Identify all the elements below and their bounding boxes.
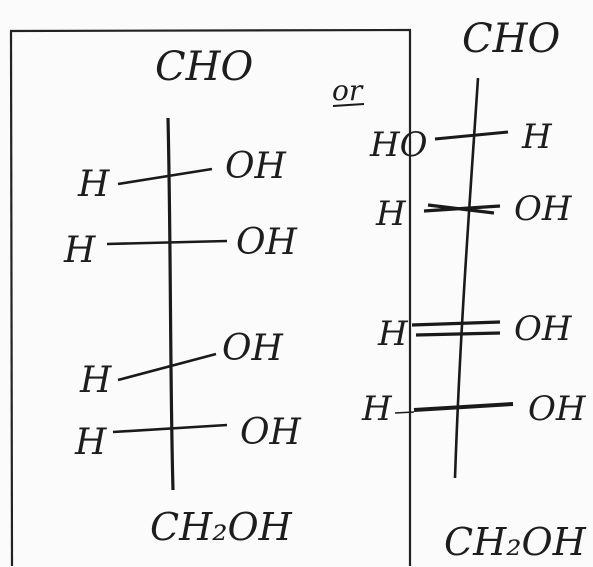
right-row-4-left: H [361,389,393,429]
or-underline [332,103,365,107]
left-row-1-bond [117,167,213,186]
or-connector: or [332,74,365,107]
left-row-1-left: H [77,164,110,205]
right-backbone-line [453,77,480,479]
right-row-1-bond [434,130,509,141]
right-fischer-projection: CHO CH₂OH HO H H OH H OH H OH [361,16,587,564]
left-bottom-group: CH₂OH [150,505,293,549]
left-row-1-right: OH [225,146,287,187]
right-row-4-bond [413,402,514,412]
right-row-4-right: OH [528,389,587,429]
left-row-4-right: OH [240,412,302,453]
left-top-group: CHO [155,44,253,90]
right-top-group: CHO [462,16,560,62]
left-row-3-right: OH [222,328,284,369]
left-fischer-projection: CHO CH₂OH H OH H OH H OH H OH [63,44,302,549]
left-backbone-line [166,117,175,491]
right-row-2-left: H [375,194,407,234]
enclosing-box-left-edge [9,30,14,567]
right-row-2-bond [423,203,501,215]
left-row-2-bond [106,239,228,246]
or-label: or [332,74,364,107]
left-row-4-left: H [74,422,107,463]
right-row-3-bond [411,320,501,337]
enclosing-box [9,28,412,566]
right-bottom-group: CH₂OH [444,520,587,564]
left-row-3-left: H [79,360,112,401]
right-row-3-right: OH [514,309,573,349]
left-row-2-left: H [63,230,96,271]
left-row-4-bond [112,423,228,434]
right-row-1-left: HO [369,125,428,165]
right-row-3-left: H [377,314,409,354]
right-row-4-thin-bond [394,411,415,414]
left-row-3-bond [117,352,217,382]
right-row-1-right: H [521,117,553,157]
right-row-2-right: OH [514,189,573,229]
left-row-2-right: OH [236,222,298,263]
